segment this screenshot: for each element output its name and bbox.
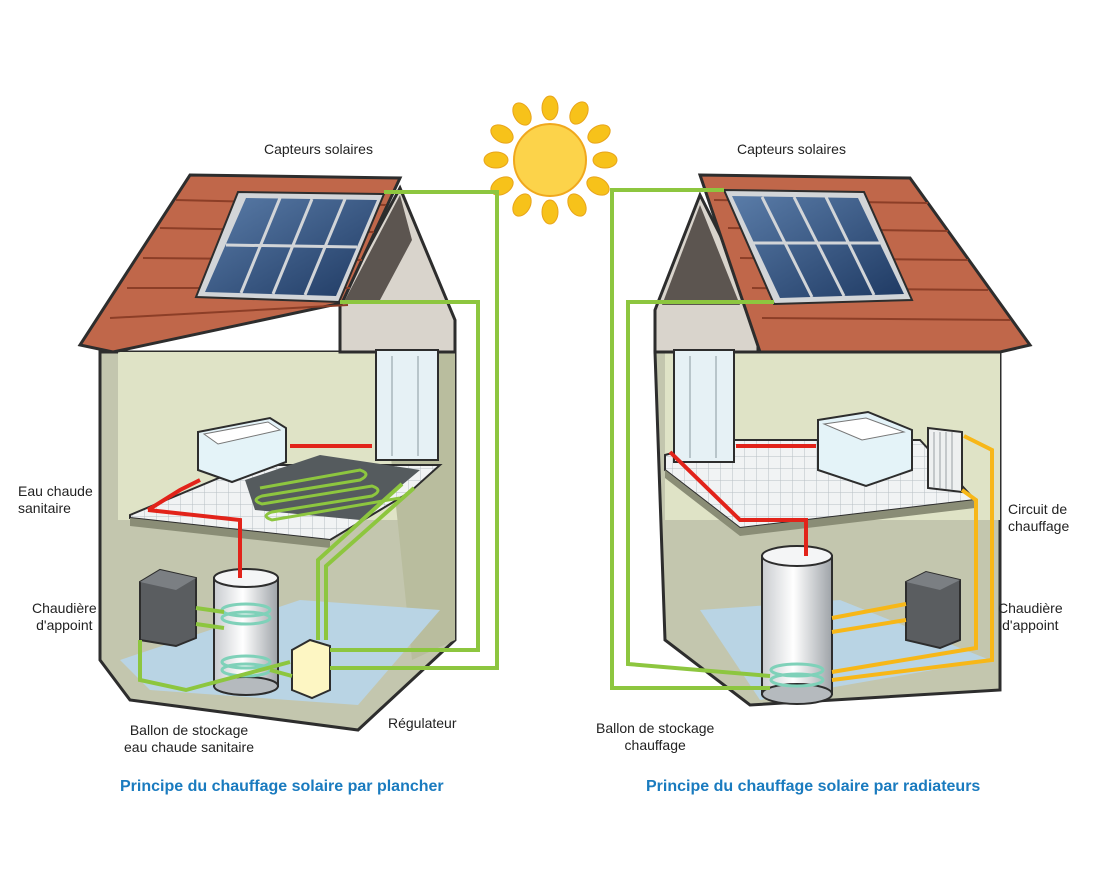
label-line: eau chaude sanitaire xyxy=(124,739,254,755)
label-line: Circuit de xyxy=(1008,501,1068,517)
label-line: d'appoint xyxy=(36,617,93,633)
label-capteurs-left: Capteurs solaires xyxy=(264,141,373,157)
radiator xyxy=(927,426,963,494)
shower-cabin xyxy=(375,349,439,461)
sun-icon xyxy=(483,95,618,225)
label-line: Ballon de stockage xyxy=(129,722,249,738)
label-line: sanitaire xyxy=(18,500,71,516)
label-line: Chaudière xyxy=(32,600,97,616)
label-line: Chaudière xyxy=(998,600,1063,616)
storage-tank xyxy=(213,568,279,696)
label-chaudiere-right: Chaudière d'appoint xyxy=(998,600,1063,634)
shower-cabin xyxy=(673,349,735,463)
label-ballon-right: Ballon de stockage chauffage xyxy=(596,720,714,754)
bathtub xyxy=(197,416,287,484)
label-regulateur: Régulateur xyxy=(388,715,457,731)
label-capteurs-right: Capteurs solaires xyxy=(737,141,846,157)
auxiliary-boiler xyxy=(905,570,961,650)
solar-panel xyxy=(194,190,386,304)
label-line: chauffage xyxy=(1008,518,1070,534)
regulator xyxy=(291,638,331,700)
auxiliary-boiler xyxy=(139,568,197,648)
label-ballon-left: Ballon de stockage eau chaude sanitaire xyxy=(124,722,254,756)
left-house xyxy=(77,173,499,732)
label-chaudiere-left: Chaudière d'appoint xyxy=(32,600,97,634)
caption-left: Principe du chauffage solaire par planch… xyxy=(120,778,444,795)
right-house xyxy=(610,173,1033,707)
label-line: chauffage xyxy=(624,737,686,753)
label-line: Ballon de stockage xyxy=(596,720,715,736)
label-circuit-chauffage: Circuit de chauffage xyxy=(1008,501,1069,535)
label-eau-chaude-sanitaire: Eau chaude sanitaire xyxy=(18,483,93,517)
caption-right: Principe du chauffage solaire par radiat… xyxy=(646,778,981,795)
bathtub xyxy=(817,410,913,488)
label-line: Eau chaude xyxy=(18,483,93,499)
solar-panel xyxy=(722,188,914,306)
storage-tank xyxy=(761,545,833,705)
label-line: d'appoint xyxy=(1002,617,1059,633)
